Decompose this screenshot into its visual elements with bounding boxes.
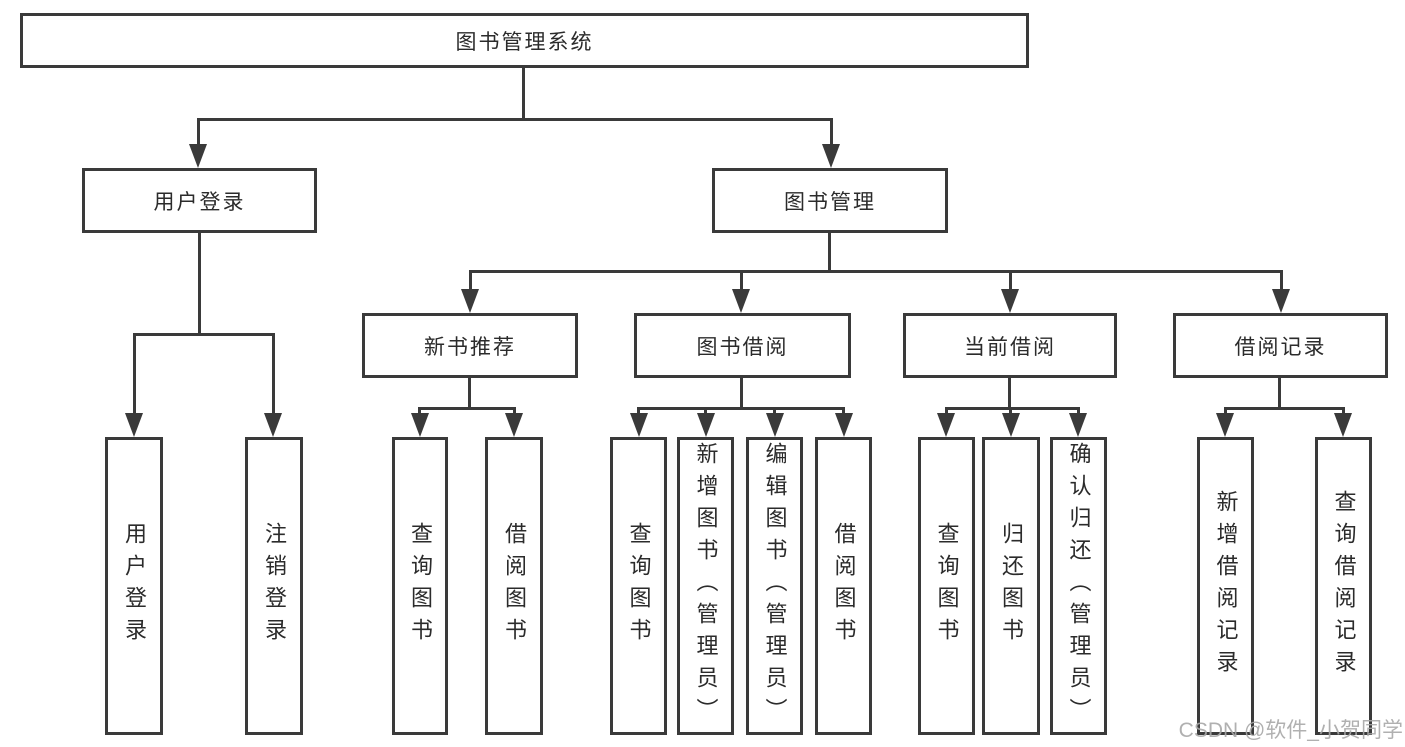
leaf-confirm-return-admin-label: 确认归还（管理员） [1066, 442, 1092, 730]
arrow-down-icon [1001, 289, 1019, 313]
leaf-query-book-borrow: 查询图书 [610, 437, 667, 735]
connector-line [828, 231, 831, 273]
connector-line [197, 118, 833, 121]
connector-line [468, 376, 471, 410]
connector-line [469, 270, 472, 295]
node-user-login: 用户登录 [82, 168, 317, 233]
node-root-label: 图书管理系统 [455, 30, 594, 54]
leaf-borrow-book-recommend-label: 借阅图书 [502, 522, 527, 650]
node-current-borrow: 当前借阅 [903, 313, 1117, 378]
leaf-query-book-current-label: 查询图书 [934, 522, 960, 650]
node-book-borrow: 图书借阅 [634, 313, 851, 378]
arrow-down-icon [766, 413, 784, 437]
connector-line [272, 333, 275, 417]
connector-line [1278, 376, 1281, 410]
connector-line [1224, 407, 1345, 410]
leaf-query-borrow-record: 查询借阅记录 [1315, 437, 1372, 735]
leaf-query-book-borrow-label: 查询图书 [626, 522, 652, 650]
leaf-edit-book-admin: 编辑图书（管理员） [746, 437, 803, 735]
connector-line [830, 118, 833, 148]
arrow-down-icon [937, 413, 955, 437]
arrow-down-icon [732, 289, 750, 313]
arrow-down-icon [1334, 413, 1352, 437]
arrow-down-icon [461, 289, 479, 313]
node-new-book-recommend-label: 新书推荐 [424, 335, 516, 359]
arrow-down-icon [411, 413, 429, 437]
arrow-down-icon [1002, 413, 1020, 437]
connector-line [1008, 376, 1011, 410]
connector-line [198, 231, 201, 335]
leaf-add-book-admin-label: 新增图书（管理员） [693, 442, 719, 730]
leaf-edit-book-admin-label: 编辑图书（管理员） [762, 442, 788, 730]
leaf-add-borrow-record: 新增借阅记录 [1197, 437, 1254, 735]
connector-line [945, 407, 1080, 410]
leaf-query-book-recommend: 查询图书 [392, 437, 448, 735]
connector-line [418, 407, 516, 410]
arrow-down-icon [264, 413, 282, 437]
leaf-return-book: 归还图书 [982, 437, 1040, 735]
node-root: 图书管理系统 [20, 13, 1029, 68]
connector-line [133, 333, 275, 336]
leaf-borrow-book-label: 借阅图书 [831, 522, 857, 650]
csdn-watermark: CSDN @软件_小贺同学 [1178, 719, 1403, 742]
leaf-logout-label: 注销登录 [262, 522, 287, 650]
node-book-management: 图书管理 [712, 168, 948, 233]
leaf-user-login: 用户登录 [105, 437, 163, 735]
arrow-down-icon [189, 144, 207, 168]
leaf-confirm-return-admin: 确认归还（管理员） [1050, 437, 1107, 735]
arrow-down-icon [1069, 413, 1087, 437]
connector-line [469, 270, 1283, 273]
node-borrow-records-label: 借阅记录 [1234, 335, 1327, 359]
arrow-down-icon [822, 144, 840, 168]
arrow-down-icon [1272, 289, 1290, 313]
node-book-borrow-label: 图书借阅 [696, 335, 789, 359]
leaf-logout: 注销登录 [245, 437, 303, 735]
node-user-login-label: 用户登录 [153, 190, 246, 214]
leaf-query-book-current: 查询图书 [918, 437, 975, 735]
arrow-down-icon [125, 413, 143, 437]
connector-line [637, 407, 845, 410]
connector-line [740, 270, 743, 295]
leaf-add-borrow-record-label: 新增借阅记录 [1213, 490, 1239, 682]
connector-line [522, 66, 525, 120]
arrow-down-icon [835, 413, 853, 437]
arrow-down-icon [630, 413, 648, 437]
connector-line [740, 376, 743, 410]
connector-line [197, 118, 200, 148]
node-book-management-label: 图书管理 [784, 190, 876, 214]
leaf-user-login-label: 用户登录 [122, 522, 147, 650]
arrow-down-icon [697, 413, 715, 437]
node-new-book-recommend: 新书推荐 [362, 313, 578, 378]
leaf-return-book-label: 归还图书 [999, 522, 1024, 650]
leaf-borrow-book: 借阅图书 [815, 437, 872, 735]
leaf-add-book-admin: 新增图书（管理员） [677, 437, 734, 735]
leaf-borrow-book-recommend: 借阅图书 [485, 437, 543, 735]
connector-line [1009, 270, 1012, 295]
connector-line [133, 333, 136, 417]
leaf-query-borrow-record-label: 查询借阅记录 [1331, 490, 1357, 682]
node-borrow-records: 借阅记录 [1173, 313, 1388, 378]
leaf-query-book-recommend-label: 查询图书 [408, 522, 433, 650]
arrow-down-icon [505, 413, 523, 437]
connector-line [1280, 270, 1283, 295]
arrow-down-icon [1216, 413, 1234, 437]
node-current-borrow-label: 当前借阅 [964, 335, 1056, 359]
